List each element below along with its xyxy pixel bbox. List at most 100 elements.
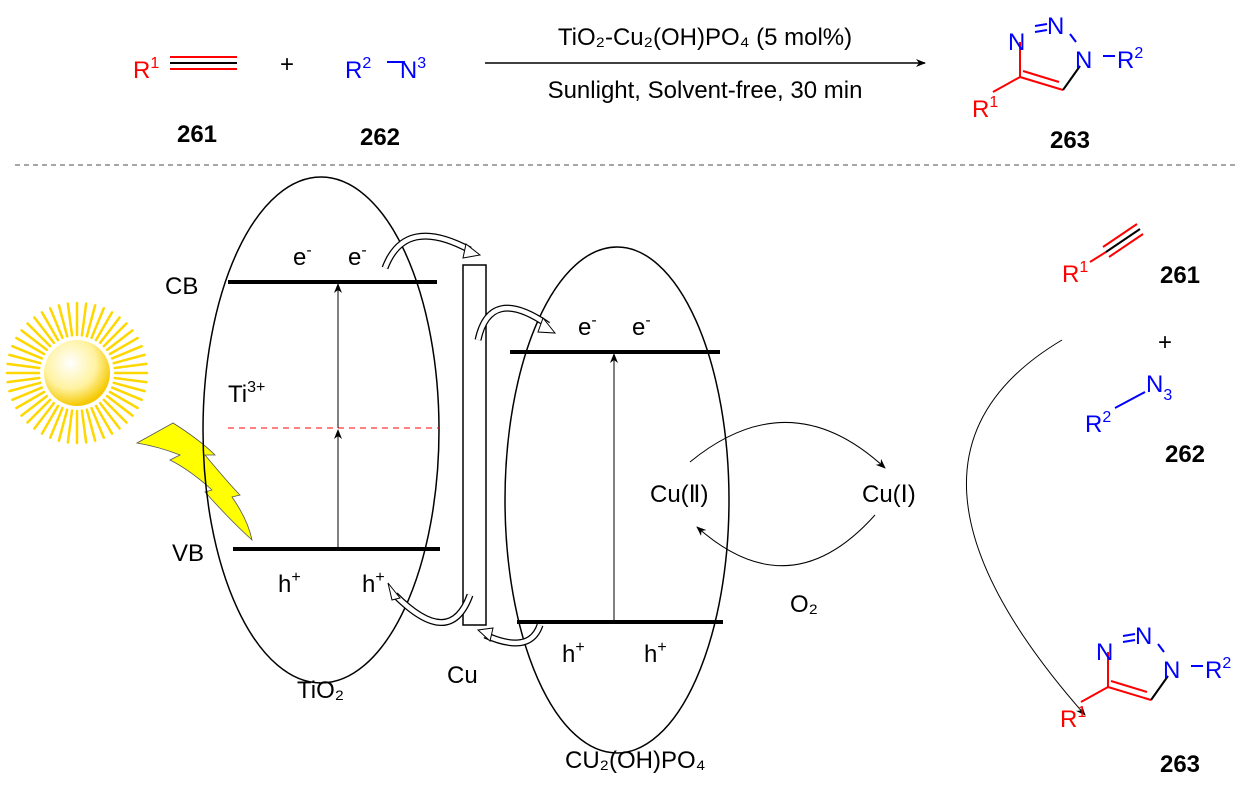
- sun-ray: [80, 409, 88, 444]
- svg-text:N: N: [1047, 13, 1064, 40]
- svg-text:h+: h+: [362, 569, 385, 598]
- sun-ray: [110, 386, 143, 402]
- tio2-particle: [202, 176, 440, 684]
- svg-text:N: N: [1075, 47, 1092, 74]
- reaction-equation: R1 + R2 N3 261 262 TiO₂-Cu₂(OH)PO₄ (5 mo…: [133, 13, 1143, 154]
- conditions-above: TiO₂-Cu₂(OH)PO₄ (5 mol%): [558, 24, 852, 51]
- cu-layer: [462, 264, 487, 626]
- sun-ray: [98, 316, 121, 345]
- right-alkyne: R1: [1062, 223, 1144, 288]
- right-label-263: 263: [1160, 751, 1200, 778]
- sun-ray: [6, 362, 41, 370]
- sun-ray: [98, 401, 121, 430]
- sun-ray: [26, 398, 52, 424]
- cu2ohpo4-label: CU₂(OH)PO₄: [565, 747, 705, 774]
- triazole-product-right: N N N R2 R1: [1060, 623, 1231, 733]
- sun-icon: [5, 301, 149, 445]
- lightning-bolt-icon: [135, 422, 253, 542]
- plus-sign: +: [280, 51, 294, 78]
- svg-text:N: N: [1163, 657, 1180, 684]
- label-261: 261: [177, 121, 217, 148]
- ti3-label: Ti3+: [228, 379, 265, 408]
- o2-label: O₂: [790, 591, 818, 618]
- sun-ray: [15, 390, 46, 410]
- sun-ray: [90, 307, 106, 340]
- sun-ray: [112, 353, 146, 365]
- sun-ray: [85, 304, 97, 338]
- sun-ray: [26, 322, 52, 348]
- conditions-below: Sunlight, Solvent-free, 30 min: [548, 77, 863, 104]
- sun-ray: [113, 362, 148, 370]
- sun-ray: [105, 329, 134, 352]
- sun-ray: [112, 381, 146, 393]
- tio2-holes: h+ h+: [278, 569, 385, 598]
- svg-text:N: N: [1096, 639, 1113, 666]
- cu1-label: Cu(Ⅰ): [862, 481, 916, 508]
- svg-text:R2: R2: [1117, 45, 1143, 74]
- sun-ray: [66, 302, 74, 337]
- tio2-electrons: e- e-: [293, 242, 367, 271]
- vb-label: VB: [172, 540, 204, 567]
- label-263: 263: [1050, 127, 1090, 154]
- sun-ray: [90, 406, 106, 439]
- sun-ray: [33, 401, 56, 430]
- sun-ray: [48, 406, 64, 439]
- sun-ray: [94, 311, 114, 342]
- sun-ray: [11, 344, 44, 360]
- sun-ray: [6, 376, 41, 384]
- triple-bond: [170, 56, 237, 70]
- sun-ray: [102, 322, 128, 348]
- svg-text:h+: h+: [644, 639, 667, 668]
- sun-disc: [44, 340, 110, 406]
- svg-text:N: N: [1008, 29, 1025, 56]
- sun-ray: [108, 390, 139, 410]
- sun-ray: [20, 394, 49, 417]
- sun-ray: [108, 336, 139, 356]
- sun-ray: [85, 408, 97, 442]
- click-reaction-arrow: [965, 339, 1086, 716]
- azide: R2 N3: [345, 55, 426, 84]
- svg-text:h+: h+: [278, 569, 301, 598]
- sun-ray: [11, 386, 44, 402]
- sun-ray: [15, 336, 46, 356]
- sun-ray: [66, 409, 74, 444]
- cu2-label: Cu(Ⅱ): [650, 481, 708, 508]
- sun-ray: [113, 376, 148, 384]
- right-label-261: 261: [1160, 262, 1200, 289]
- tio2-label: TiO₂: [297, 677, 344, 704]
- sun-ray: [8, 381, 42, 393]
- svg-text:e-: e-: [293, 242, 312, 271]
- cu-label: Cu: [447, 662, 478, 689]
- label-262: 262: [360, 124, 400, 151]
- sun-ray: [57, 408, 69, 442]
- sun-ray: [110, 344, 143, 360]
- sun-ray: [94, 404, 114, 435]
- triazole-product-top: N N N R2 R1: [972, 13, 1143, 123]
- sun-ray: [33, 316, 56, 345]
- sun-ray: [40, 404, 60, 435]
- reduction-arrow: [689, 422, 886, 469]
- sun-ray: [105, 394, 134, 417]
- sun-ray: [57, 304, 69, 338]
- transfer-arrows: [381, 232, 557, 647]
- svg-text:e-: e-: [578, 312, 597, 341]
- sun-ray: [80, 302, 88, 337]
- sun-ray: [102, 398, 128, 424]
- sun-ray: [48, 307, 64, 340]
- svg-text:N: N: [1135, 623, 1152, 650]
- cu-holes: h+ h+: [562, 639, 667, 668]
- svg-text:R2: R2: [1205, 655, 1231, 684]
- svg-text:e-: e-: [632, 312, 651, 341]
- svg-text:R1: R1: [1060, 704, 1086, 733]
- sun-ray: [40, 311, 60, 342]
- svg-text:e-: e-: [348, 242, 367, 271]
- svg-text:R2: R2: [1085, 409, 1111, 438]
- right-azide: R2 N3: [1085, 371, 1172, 438]
- alkyne-r: R1: [133, 55, 159, 84]
- svg-text:R1: R1: [1062, 259, 1088, 288]
- sun-ray: [8, 353, 42, 365]
- oxidation-arrow: [696, 514, 876, 567]
- svg-text:N3: N3: [1146, 371, 1172, 404]
